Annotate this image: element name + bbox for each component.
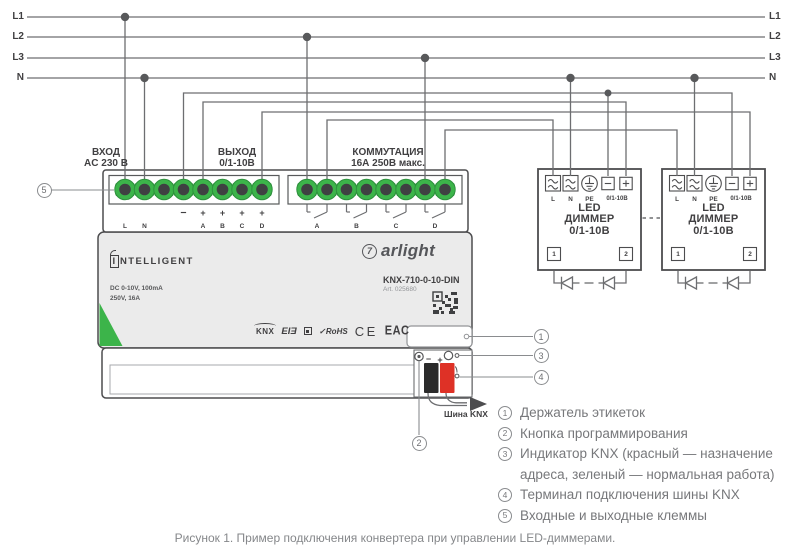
knx-indicator-led [443, 350, 454, 361]
label-holder [406, 325, 473, 348]
dimmer2-title: LED ДИММЕР 0/1-10В [688, 201, 739, 237]
label-holder-hole [463, 333, 470, 340]
legend-item-2: 2 Кнопка программирования [498, 424, 786, 445]
knx-cert-icon: KNX [254, 322, 277, 336]
knx-terminal-black [424, 363, 439, 393]
dimmer1-title: LED ДИММЕР 0/1-10В [564, 201, 615, 237]
green-corner-triangle [99, 303, 123, 346]
qr-code [432, 291, 458, 314]
rohs-cert-icon: ✓RoHS [318, 326, 348, 336]
output-block-title: ВЫХОД 0/1-10В [217, 146, 257, 170]
callout-2: 2 [411, 435, 427, 451]
article-number: Art. 025680 [383, 286, 417, 293]
terminal-label-l: L [123, 223, 127, 230]
legend-item-4: 4 Терминал подключения шины KNX [498, 485, 786, 506]
eib-cert-icon: EIƎ [281, 325, 297, 337]
knx-plus-label: + [437, 354, 443, 365]
callout-4: 4 [533, 369, 549, 385]
relay-channel-a: A [314, 222, 320, 230]
figure-caption: Рисунок 1. Пример подключения конвертера… [174, 531, 616, 545]
terminal-label-n: N [142, 223, 147, 230]
output-plus-c: + [239, 208, 245, 218]
output-channel-b: B [220, 222, 225, 230]
knx-bus-label: Шина KNX [444, 408, 488, 419]
bus-label-l3-left: L3 [12, 52, 24, 63]
dimmer2-label-signal: 0/1-10В [730, 196, 752, 202]
knx-minus-label: − [425, 354, 432, 364]
model-number: KNX-710-0-10-DIN [383, 275, 460, 285]
legend: 1 Держатель этикеток 2 Кнопка программир… [498, 403, 786, 526]
dimmer2-label-l: L [675, 195, 679, 203]
intelligent-arc-icon [110, 250, 116, 257]
output-plus-b: + [219, 208, 226, 218]
wires [124, 17, 751, 190]
rohs-check-icon: ✓ [318, 326, 326, 336]
dimmer2-label-n: N [692, 195, 697, 203]
eac-cert-icon: EAC [384, 323, 410, 339]
bus-label-n-left: N [16, 72, 24, 83]
dimmer1-out2: 2 [624, 250, 628, 258]
bus-lines [27, 16, 765, 79]
knx-bus-terminal [414, 350, 487, 411]
bus-label-n-right: N [769, 72, 777, 83]
callout-5: 5 [36, 182, 52, 198]
dimmer2-out1: 1 [676, 250, 680, 258]
junction-dots [120, 12, 699, 97]
output-minus-label: − [180, 206, 187, 219]
callout-1: 1 [533, 329, 549, 344]
output-plus-d: + [259, 208, 265, 218]
bus-label-l3-right: L3 [769, 52, 781, 63]
callout-3: 3 [533, 348, 549, 363]
device-specs: DC 0-10V, 100mA 250V, 16A [110, 285, 163, 302]
square-cert-icon [303, 327, 312, 335]
bus-label-l1-right: L1 [769, 11, 781, 22]
dimmer1-label-pe: PE [585, 195, 594, 203]
input-block-title: ВХОД AC 230 В [84, 146, 128, 170]
arlight-logo: 7 arlight [362, 241, 435, 261]
ce-cert-icon: CE [354, 323, 378, 339]
knx-terminal-red [440, 363, 455, 393]
output-channel-a: A [200, 222, 206, 230]
dimmer1-label-l: L [551, 195, 555, 203]
converter-module [97, 169, 473, 399]
switching-block-title: КОММУТАЦИЯ 16А 250В макс. [351, 146, 425, 170]
output-channel-c: C [239, 222, 245, 230]
bus-label-l2-right: L2 [769, 31, 781, 42]
legend-item-5: 5 Входные и выходные клеммы [498, 506, 786, 527]
legend-item-1: 1 Держатель этикеток [498, 403, 786, 424]
relay-channel-c: C [393, 222, 399, 230]
bus-label-l2-left: L2 [12, 31, 24, 42]
output-channel-d: D [259, 222, 265, 230]
output-plus-a: + [200, 208, 206, 218]
knx-bus-arrow-icon [470, 397, 487, 411]
relay-channel-b: B [354, 222, 359, 230]
arlight-logo-icon: 7 [362, 243, 377, 259]
callout-lines [51, 189, 533, 435]
dimmer1-out1: 1 [552, 250, 556, 258]
dimmer1-label-signal: 0/1-10В [606, 196, 628, 202]
certification-marks: KNX EIƎ ✓RoHS CE EAC [254, 322, 410, 340]
dimmer2-out2: 2 [748, 250, 752, 258]
dimmer2-label-pe: PE [709, 195, 718, 203]
bus-label-l1-left: L1 [12, 11, 24, 22]
relay-channel-d: D [432, 222, 438, 230]
dimmer1-label-n: N [568, 195, 573, 203]
